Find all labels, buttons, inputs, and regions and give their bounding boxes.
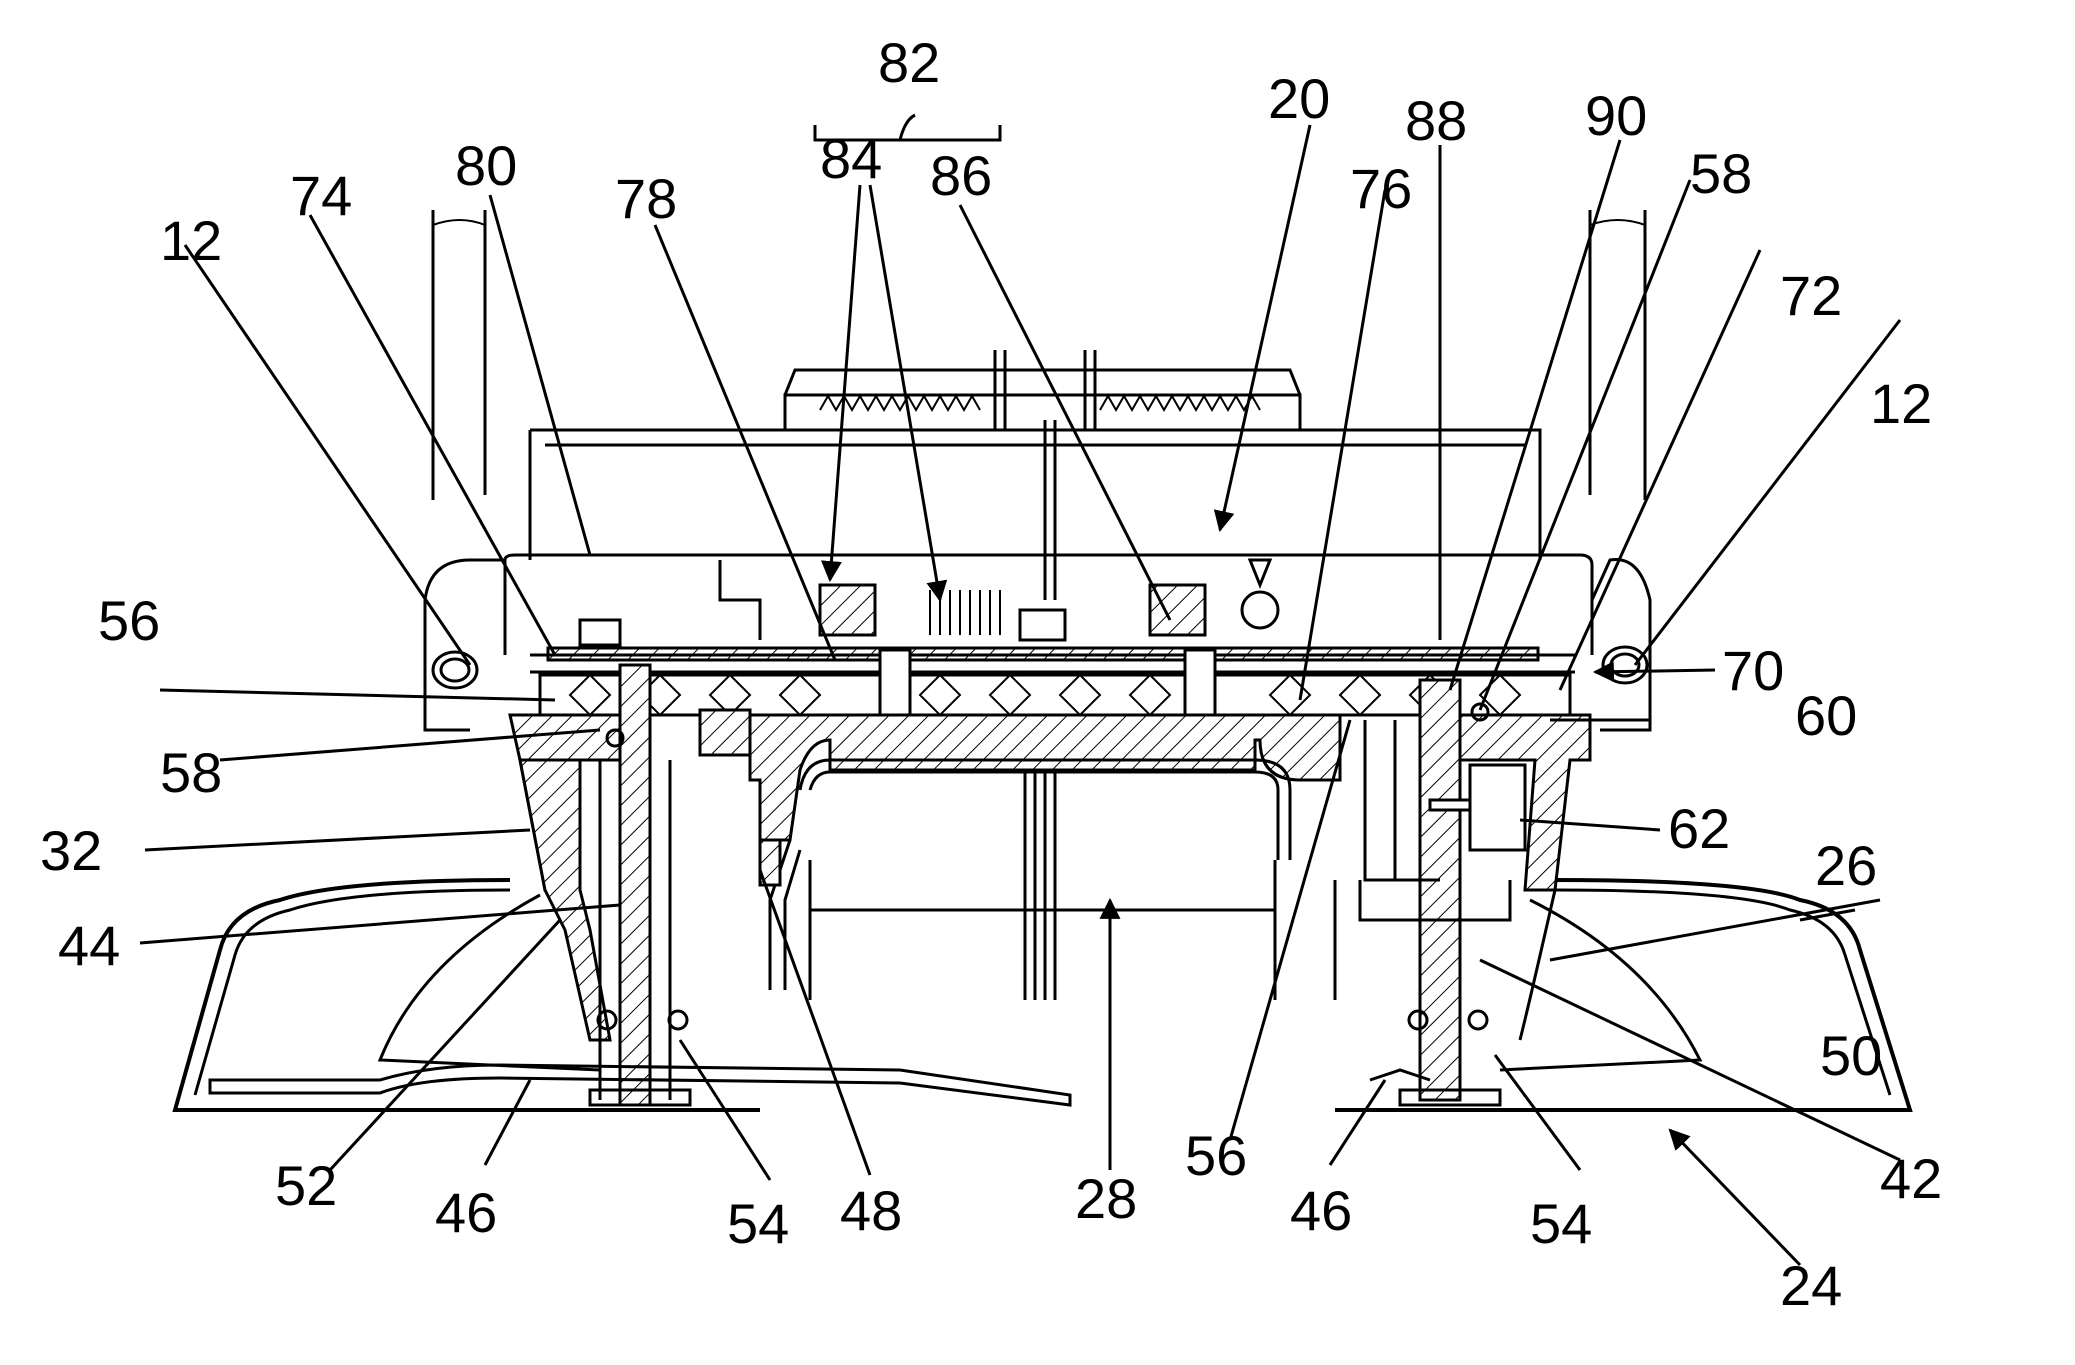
label-20: 20 [1268, 67, 1330, 130]
label-86: 86 [930, 144, 992, 207]
central-hub [750, 715, 1340, 1000]
label-32: 32 [40, 819, 102, 882]
label-56b: 56 [1185, 1124, 1247, 1187]
label-62: 62 [1668, 797, 1730, 860]
label-72: 72 [1780, 264, 1842, 327]
label-56a: 56 [98, 589, 160, 652]
lower-housing [175, 880, 1910, 1110]
right-drive-assembly [1335, 680, 1590, 1105]
label-28: 28 [1075, 1167, 1137, 1230]
label-12a: 12 [160, 209, 222, 272]
label-74: 74 [290, 164, 352, 227]
label-78: 78 [615, 167, 677, 230]
upper-housing [530, 350, 1540, 600]
label-24: 24 [1780, 1254, 1842, 1317]
label-26: 26 [1815, 834, 1877, 897]
side-posts [433, 210, 1645, 500]
label-48: 48 [840, 1179, 902, 1242]
label-44: 44 [58, 914, 120, 977]
main-plate [505, 555, 1592, 672]
label-82: 82 [878, 31, 940, 94]
label-46b: 46 [1290, 1179, 1352, 1242]
label-46a: 46 [435, 1181, 497, 1244]
label-58a: 58 [1690, 142, 1752, 205]
label-70: 70 [1722, 639, 1784, 702]
label-76: 76 [1350, 157, 1412, 220]
label-60: 60 [1795, 684, 1857, 747]
label-58b: 58 [160, 741, 222, 804]
label-52: 52 [275, 1154, 337, 1217]
leader-lines [140, 115, 1900, 1265]
label-90: 90 [1585, 84, 1647, 147]
label-42: 42 [1880, 1147, 1942, 1210]
label-54b: 54 [1530, 1192, 1592, 1255]
label-84: 84 [820, 127, 882, 190]
label-88: 88 [1405, 89, 1467, 152]
label-54a: 54 [727, 1192, 789, 1255]
label-12b: 12 [1870, 372, 1932, 435]
left-drive-assembly [510, 665, 750, 1105]
label-50: 50 [1820, 1024, 1882, 1087]
label-80: 80 [455, 134, 517, 197]
